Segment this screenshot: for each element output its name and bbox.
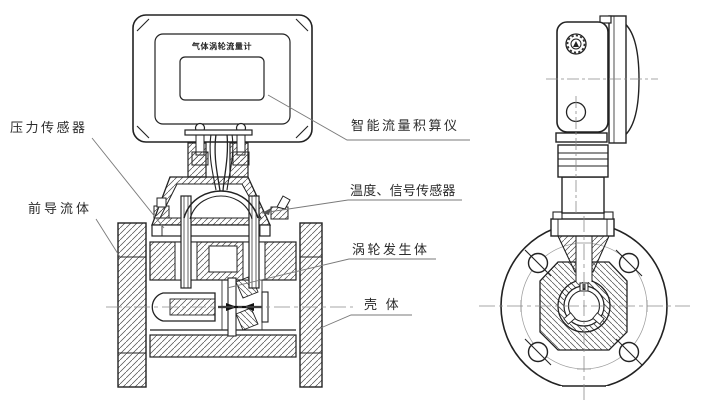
leader-arrowhead bbox=[262, 208, 271, 215]
housing-base-plate bbox=[151, 224, 271, 237]
right-centerlines bbox=[479, 78, 690, 403]
label-front-flow-conditioner: 前导流体 bbox=[28, 201, 93, 216]
label-turbine-generator-body: 涡轮发生体 bbox=[352, 242, 430, 257]
right-flange bbox=[299, 222, 323, 388]
sensor-well-center bbox=[208, 245, 238, 273]
leader-flow-totalizer bbox=[267, 94, 470, 141]
leader-pressure-sensor bbox=[91, 137, 165, 229]
top-tab bbox=[599, 15, 612, 24]
label-pressure-sensor: 压力传感器 bbox=[10, 120, 88, 135]
sensor-tubes bbox=[180, 195, 260, 289]
leader-turbine-body bbox=[226, 258, 436, 289]
pressure-tube bbox=[180, 195, 192, 289]
leader-front-flow-conditioner bbox=[95, 218, 121, 258]
pressure-fitting bbox=[153, 205, 170, 219]
gland-nut bbox=[232, 151, 250, 166]
side-fittings bbox=[153, 195, 291, 220]
side-display-box bbox=[556, 15, 640, 144]
display-title: 气体涡轮流量计 bbox=[191, 42, 253, 51]
right-view-end bbox=[479, 15, 690, 403]
hinge-plate bbox=[608, 15, 627, 144]
turbine-blade bbox=[235, 307, 259, 331]
neck bbox=[184, 122, 253, 178]
mount-plate bbox=[550, 218, 615, 237]
display-head bbox=[132, 14, 313, 143]
right-neck bbox=[550, 132, 615, 282]
terminal-bar bbox=[184, 129, 253, 136]
pipe-body bbox=[117, 222, 323, 388]
leader-temperature-sensor bbox=[261, 199, 462, 214]
bottom-wall bbox=[149, 334, 297, 358]
signal-tube bbox=[248, 195, 260, 289]
display-screen bbox=[179, 56, 265, 101]
left-view-section bbox=[106, 14, 353, 388]
label-temperature-signal-sensor: 温度、信号传感器 bbox=[350, 183, 456, 198]
left-flange bbox=[117, 222, 147, 388]
label-smart-flow-totalizer: 智能流量积算仪 bbox=[351, 118, 460, 133]
leader-lines bbox=[91, 94, 470, 331]
gland-nut bbox=[191, 151, 209, 166]
leader-housing bbox=[315, 314, 412, 331]
label-housing: 壳 体 bbox=[364, 297, 402, 312]
corner-chamfer bbox=[136, 18, 150, 32]
